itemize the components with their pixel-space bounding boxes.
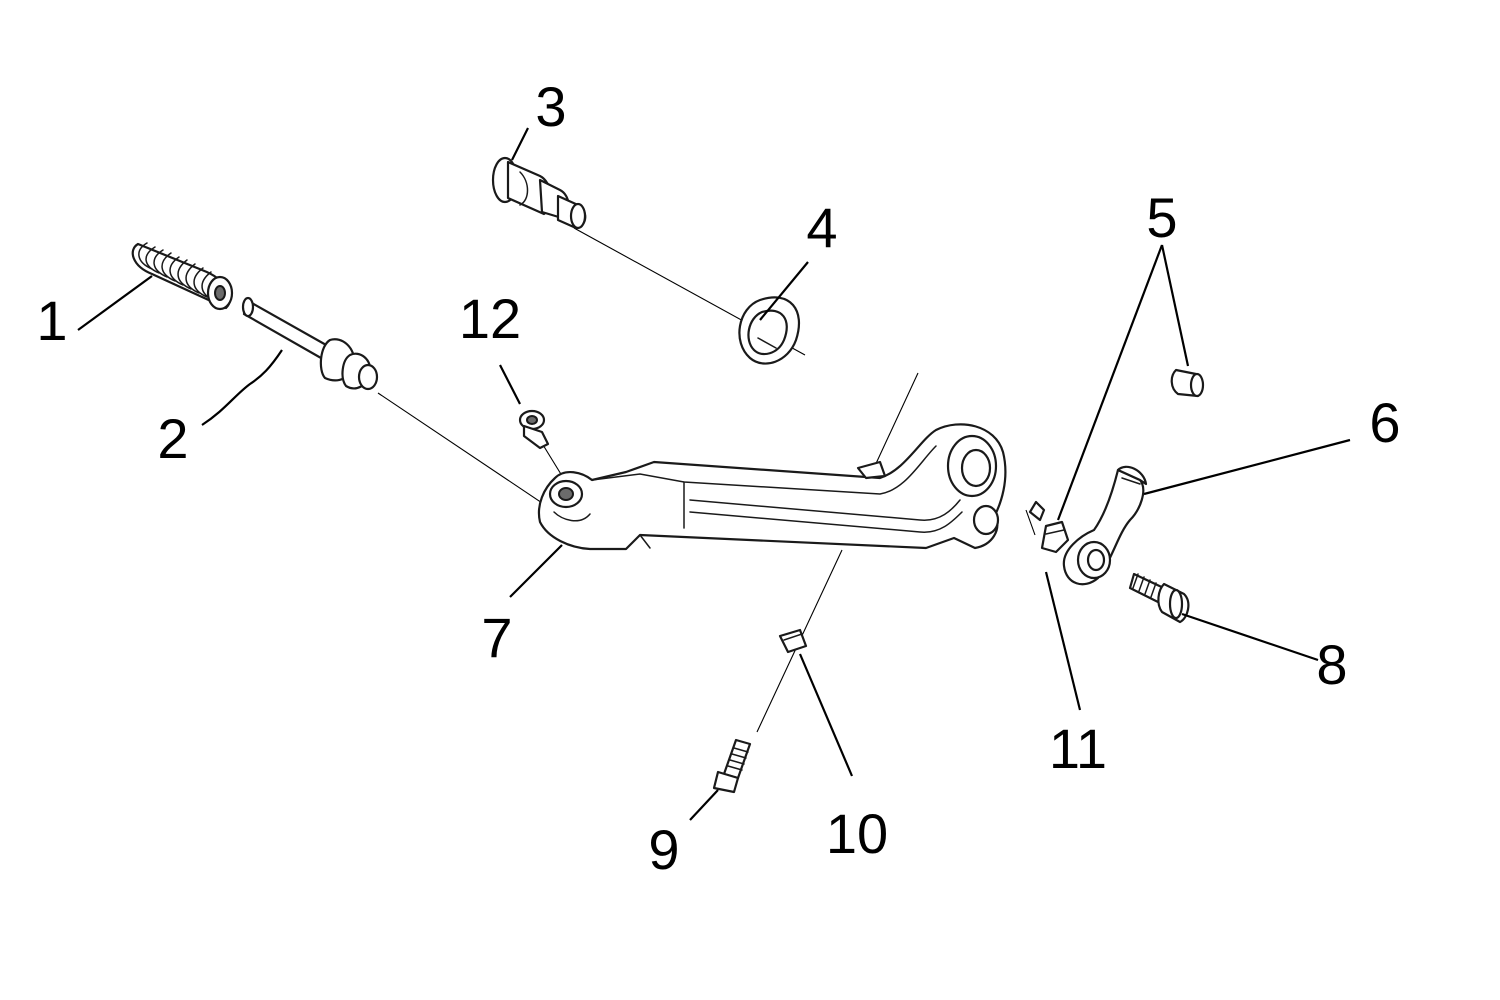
callout-10: 10	[826, 802, 888, 865]
part-6-rod-end	[1062, 465, 1148, 586]
callout-2: 2	[157, 407, 188, 470]
callout-1: 1	[36, 289, 67, 352]
callout-5: 5	[1146, 186, 1177, 249]
callout-9: 9	[648, 818, 679, 881]
part-12-pinch-bolt	[518, 409, 550, 450]
callout-11: 11	[1049, 717, 1107, 780]
part-10-sleeve	[778, 628, 808, 654]
callout-12: 12	[459, 287, 521, 350]
part-5-lock-nut-upper	[1170, 368, 1205, 398]
part-5-lock-nut-lower	[1040, 520, 1070, 554]
part-1-shift-rubber	[131, 242, 234, 311]
part-3-pivot-collar	[491, 156, 587, 230]
callout-3: 3	[535, 75, 566, 138]
part-9-stud-bolt	[712, 738, 752, 794]
part-11-cotter-pin	[1028, 500, 1046, 522]
leader-lines	[77, 127, 1351, 821]
callout-7: 7	[481, 606, 512, 669]
part-4-circlip	[738, 296, 801, 365]
callout-labels: 1 2 3 4 5 6 7 8 9 10 11 12	[36, 75, 1400, 881]
callout-8: 8	[1316, 633, 1347, 696]
part-2-peg-pin	[241, 296, 379, 391]
part-7-shift-lever	[537, 423, 1007, 551]
callout-6: 6	[1369, 391, 1400, 454]
part-8-flange-bolt	[1128, 572, 1190, 624]
callout-4: 4	[806, 196, 837, 259]
